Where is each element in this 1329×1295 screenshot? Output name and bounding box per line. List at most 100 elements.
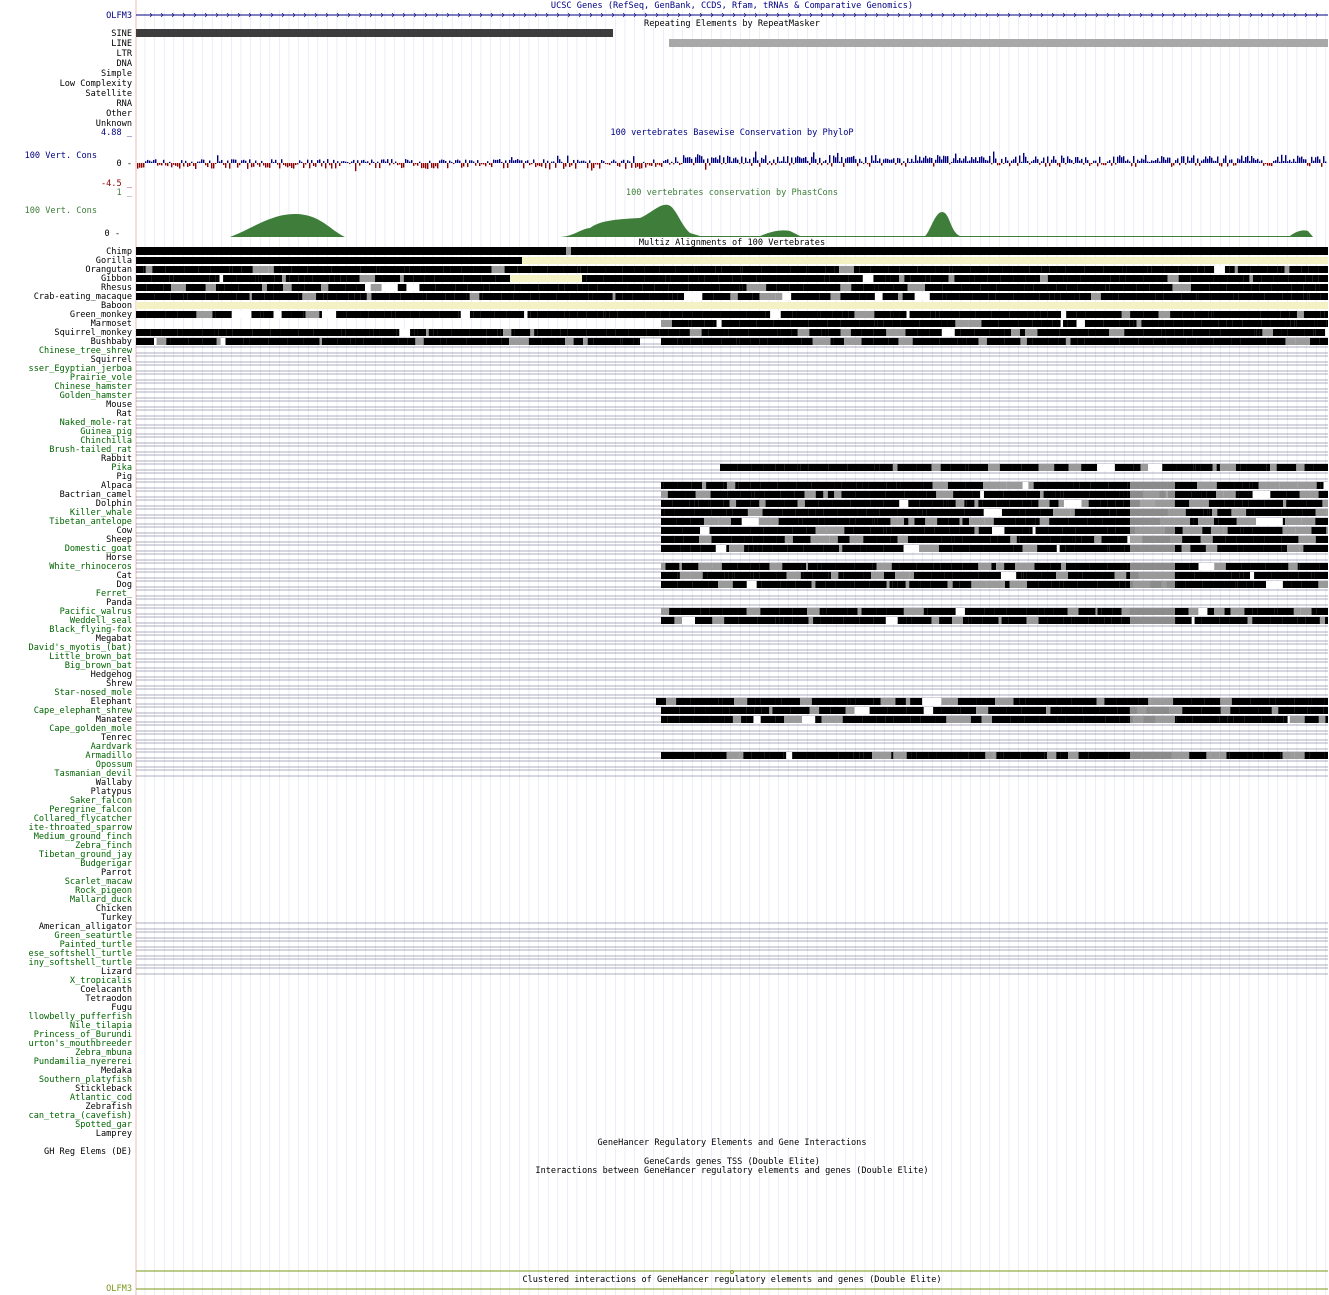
multiz-species-label[interactable]: Rat (116, 409, 132, 419)
multiz-species-label[interactable]: Alpaca (101, 481, 132, 491)
multiz-species-label[interactable]: Tetraodon (85, 994, 132, 1004)
multiz-species-label[interactable]: Nile_tilapia (70, 1021, 132, 1031)
multiz-species-label[interactable]: Panda (106, 598, 132, 608)
multiz-species-label[interactable]: sser_Egyptian_jerboa (29, 364, 132, 374)
multiz-species-label[interactable]: American_alligator (39, 922, 132, 932)
multiz-species-label[interactable]: Naked_mole-rat (60, 418, 132, 428)
multiz-species-label[interactable]: Cape_golden_mole (49, 724, 132, 734)
multiz-species-label[interactable]: Rhesus (101, 283, 132, 293)
multiz-species-label[interactable]: Golden_hamster (60, 391, 132, 401)
multiz-species-label[interactable]: Black_flying-fox (49, 625, 132, 635)
multiz-track-title[interactable]: Multiz Alignments of 100 Vertebrates (639, 238, 825, 248)
multiz-species-label[interactable]: ese_softshell_turtle (29, 949, 132, 959)
multiz-species-label[interactable]: Chinese_hamster (54, 382, 132, 392)
phylop-track-label[interactable]: 100 Vert. Cons (25, 151, 97, 161)
multiz-species-label[interactable]: Rabbit (101, 454, 132, 464)
multiz-species-label[interactable]: Prairie_vole (70, 373, 132, 383)
multiz-species-label[interactable]: Megabat (96, 634, 132, 644)
multiz-species-label[interactable]: Star-nosed_mole (54, 688, 132, 698)
multiz-alignment-rows[interactable] (136, 247, 1328, 975)
clustered-gene-label[interactable]: OLFM3 (106, 1284, 132, 1294)
multiz-species-label[interactable]: Weddell_seal (70, 616, 132, 626)
multiz-species-label[interactable]: White_rhinoceros (49, 562, 132, 572)
multiz-species-label[interactable]: Guinea_pig (80, 427, 132, 437)
multiz-species-label[interactable]: Fugu (111, 1003, 132, 1013)
multiz-species-label[interactable]: Bushbaby (91, 337, 132, 347)
multiz-species-label[interactable]: llowbelly_pufferfish (29, 1012, 132, 1022)
multiz-species-label[interactable]: Opossum (96, 760, 132, 770)
multiz-species-label[interactable]: Collared_flycatcher (34, 814, 132, 824)
multiz-species-label[interactable]: Chinese_tree_shrew (39, 346, 133, 356)
multiz-species-label[interactable]: Horse (106, 553, 132, 563)
line-repeat-element[interactable] (669, 39, 1328, 47)
multiz-species-label[interactable]: Wallaby (96, 778, 132, 788)
multiz-species-label[interactable]: Tibetan_antelope (49, 517, 132, 527)
multiz-species-label[interactable]: Coelacanth (80, 985, 132, 995)
multiz-species-label[interactable]: Zebra_finch (75, 841, 132, 851)
multiz-species-label[interactable]: Turkey (101, 913, 132, 923)
multiz-species-label[interactable]: Platypus (91, 787, 132, 797)
multiz-species-label[interactable]: Armadillo (85, 751, 132, 761)
multiz-species-label[interactable]: Scarlet_macaw (65, 877, 133, 887)
multiz-species-label[interactable]: Domestic_goat (65, 544, 132, 554)
multiz-species-label[interactable]: Cape_elephant_shrew (34, 706, 133, 716)
multiz-species-label[interactable]: Medaka (101, 1066, 132, 1076)
multiz-species-label[interactable]: ite-throated_sparrow (29, 823, 133, 833)
multiz-species-label[interactable]: urton's_mouthbreeder (29, 1039, 132, 1049)
multiz-species-label[interactable]: Brush-tailed_rat (49, 445, 132, 455)
multiz-species-label[interactable]: Chinchilla (80, 436, 132, 446)
multiz-species-label[interactable]: Green_seaturtle (54, 931, 132, 941)
multiz-species-label[interactable]: Bactrian_camel (60, 490, 132, 500)
multiz-species-label[interactable]: Medium_ground_finch (34, 832, 132, 842)
multiz-species-label[interactable]: Dog (116, 580, 132, 590)
multiz-species-label[interactable]: Baboon (101, 301, 132, 311)
multiz-species-label[interactable]: Pundamilia_nyererei (34, 1057, 132, 1067)
multiz-species-label[interactable]: iny_softshell_turtle (29, 958, 132, 968)
genecards-tss-title[interactable]: GeneCards genes TSS (Double Elite) (644, 1157, 820, 1167)
multiz-species-label[interactable]: Hedgehog (91, 670, 132, 680)
multiz-species-label[interactable]: Zebrafish (85, 1102, 132, 1112)
multiz-species-label[interactable]: Elephant (91, 697, 132, 707)
ucsc-genes-track-title[interactable]: UCSC Genes (RefSeq, GenBank, CCDS, Rfam,… (551, 1, 913, 11)
multiz-species-label[interactable]: Mouse (106, 400, 132, 410)
phastcons-signal[interactable] (136, 204, 1328, 237)
multiz-species-label[interactable]: Squirrel_monkey (54, 328, 132, 338)
multiz-species-label[interactable]: Big_brown_bat (65, 661, 132, 671)
multiz-species-label[interactable]: Orangutan (85, 265, 132, 275)
multiz-species-label[interactable]: Saker_falcon (70, 796, 132, 806)
multiz-species-label[interactable]: Killer_whale (70, 508, 132, 518)
ucsc-gene-label[interactable]: OLFM3 (106, 11, 132, 21)
multiz-species-label[interactable]: Ferret_ (96, 589, 133, 599)
multiz-species-label[interactable]: Marmoset (91, 319, 132, 329)
genehancer-track-title[interactable]: GeneHancer Regulatory Elements and Gene … (597, 1138, 866, 1148)
phastcons-track-title[interactable]: 100 vertebrates conservation by PhastCon… (626, 188, 838, 198)
multiz-species-label[interactable]: Spotted_gar (75, 1120, 132, 1130)
multiz-species-label[interactable]: Cow (116, 526, 132, 536)
sine-repeat-element[interactable] (136, 29, 613, 37)
multiz-species-label[interactable]: Gorilla (96, 256, 132, 266)
multiz-species-label[interactable]: Stickleback (75, 1084, 133, 1094)
phastcons-track-label[interactable]: 100 Vert. Cons (25, 206, 97, 216)
repeatmasker-track-title[interactable]: Repeating Elements by RepeatMasker (644, 19, 820, 29)
multiz-species-label[interactable]: Dolphin (96, 499, 132, 509)
multiz-species-label[interactable]: Painted_turtle (60, 940, 132, 950)
multiz-species-label[interactable]: Manatee (96, 715, 132, 725)
multiz-species-label[interactable]: Crab-eating_macaque (34, 292, 132, 302)
multiz-species-label[interactable]: Parrot (101, 868, 132, 878)
phylop-signal[interactable] (137, 151, 1327, 172)
multiz-species-label[interactable]: Squirrel (91, 355, 132, 365)
multiz-species-label[interactable]: David's_myotis_(bat) (29, 643, 132, 653)
multiz-species-label[interactable]: Rock_pigeon (75, 886, 132, 896)
multiz-species-label[interactable]: Zebra_mbuna (75, 1048, 132, 1058)
multiz-species-label[interactable]: Budgerigar (80, 859, 132, 869)
multiz-species-label[interactable]: Peregrine_falcon (49, 805, 132, 815)
multiz-species-label[interactable]: Chicken (96, 904, 132, 914)
multiz-species-label[interactable]: Sheep (106, 535, 132, 545)
phylop-track-title[interactable]: 100 vertebrates Basewise Conservation by… (610, 128, 853, 138)
multiz-species-label[interactable]: X_tropicalis (70, 976, 132, 986)
multiz-species-label[interactable]: can_tetra_(cavefish) (29, 1111, 132, 1121)
genehancer-track-label[interactable]: GH Reg Elems (DE) (44, 1147, 132, 1157)
multiz-species-label[interactable]: Tenrec (101, 733, 132, 743)
multiz-species-label[interactable]: Tasmanian_devil (54, 769, 132, 779)
